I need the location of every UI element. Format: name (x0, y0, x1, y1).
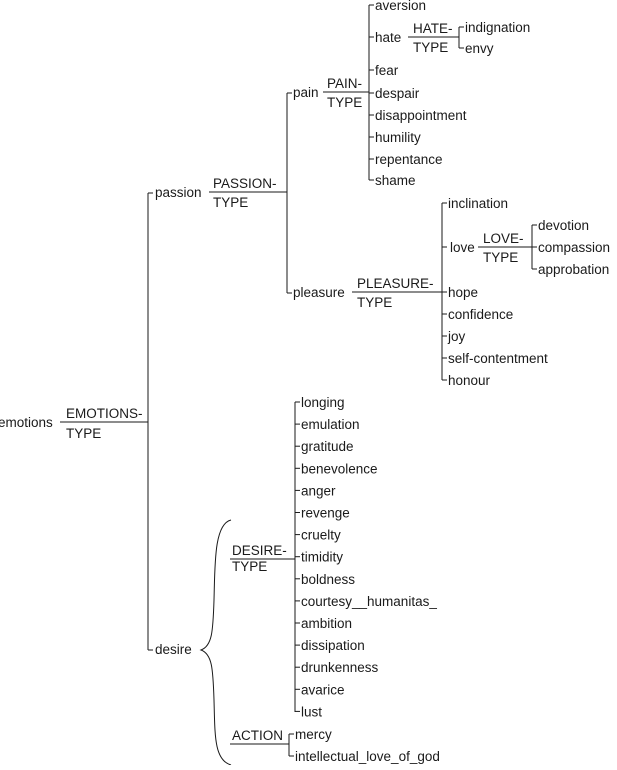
node-passion: passion (155, 185, 202, 200)
leaf-longing: longing (301, 395, 345, 410)
leaf-lust: lust (301, 704, 322, 719)
type-label-pleasure-bottom: TYPE (357, 295, 392, 310)
leaf-self-contentment: self-contentment (448, 351, 548, 366)
leaf-dissipation: dissipation (301, 638, 365, 653)
leaf-despair: despair (375, 86, 420, 101)
node-pain: pain (293, 85, 319, 100)
leaf-repentance: repentance (375, 152, 443, 167)
node-pleasure: pleasure (293, 285, 345, 300)
type-label-love-bottom: TYPE (483, 250, 518, 265)
curly-brace-desire (199, 519, 232, 766)
node-hate: hate (375, 30, 401, 45)
type-label-emotions-top: EMOTIONS- (66, 406, 143, 421)
leaf-intellectual-love-of-god: intellectual_love_of_god (295, 749, 440, 764)
leaf-boldness: boldness (301, 572, 355, 587)
node-emotions: emotions (0, 415, 53, 430)
type-label-pleasure-top: PLEASURE- (357, 276, 434, 291)
leaf-aversion: aversion (375, 0, 426, 13)
type-label-action: ACTION (232, 728, 283, 743)
leaf-benevolence: benevolence (301, 461, 378, 476)
leaf-fear: fear (375, 63, 399, 78)
leaf-confidence: confidence (448, 307, 513, 322)
leaf-revenge: revenge (301, 506, 350, 521)
leaf-envy: envy (465, 41, 494, 56)
leaf-cruelty: cruelty (301, 528, 341, 543)
leaf-mercy: mercy (295, 727, 332, 742)
leaf-courtesy-humanitas: courtesy__humanitas_ (301, 594, 437, 609)
leaf-honour: honour (448, 373, 491, 388)
leaf-approbation: approbation (538, 262, 609, 277)
leaf-ambition: ambition (301, 616, 352, 631)
leaf-compassion: compassion (538, 240, 610, 255)
leaf-gratitude: gratitude (301, 439, 354, 454)
type-label-desire-bottom: TYPE (232, 559, 267, 574)
type-label-passion-bottom: TYPE (213, 195, 248, 210)
leaf-hope: hope (448, 285, 478, 300)
leaf-timidity: timidity (301, 550, 343, 565)
type-label-desire-top: DESIRE- (232, 543, 287, 558)
leaf-humility: humility (375, 130, 421, 145)
leaf-disappointment: disappointment (375, 108, 467, 123)
leaf-joy: joy (447, 329, 466, 344)
type-label-pain-top: PAIN- (327, 76, 362, 91)
leaf-anger: anger (301, 483, 336, 498)
leaf-avarice: avarice (301, 682, 345, 697)
leaf-shame: shame (375, 173, 416, 188)
leaf-indignation: indignation (465, 20, 530, 35)
type-label-hate-top: HATE- (413, 21, 453, 36)
type-label-passion-top: PASSION- (213, 176, 277, 191)
type-label-love-top: LOVE- (483, 231, 524, 246)
type-label-emotions-bottom: TYPE (66, 426, 101, 441)
node-love: love (450, 240, 475, 255)
leaf-emulation: emulation (301, 417, 360, 432)
leaf-devotion: devotion (538, 218, 589, 233)
leaf-drunkenness: drunkenness (301, 660, 379, 675)
leaf-inclination: inclination (448, 196, 508, 211)
node-desire: desire (155, 642, 192, 657)
type-label-hate-bottom: TYPE (413, 40, 448, 55)
type-label-pain-bottom: TYPE (327, 95, 362, 110)
